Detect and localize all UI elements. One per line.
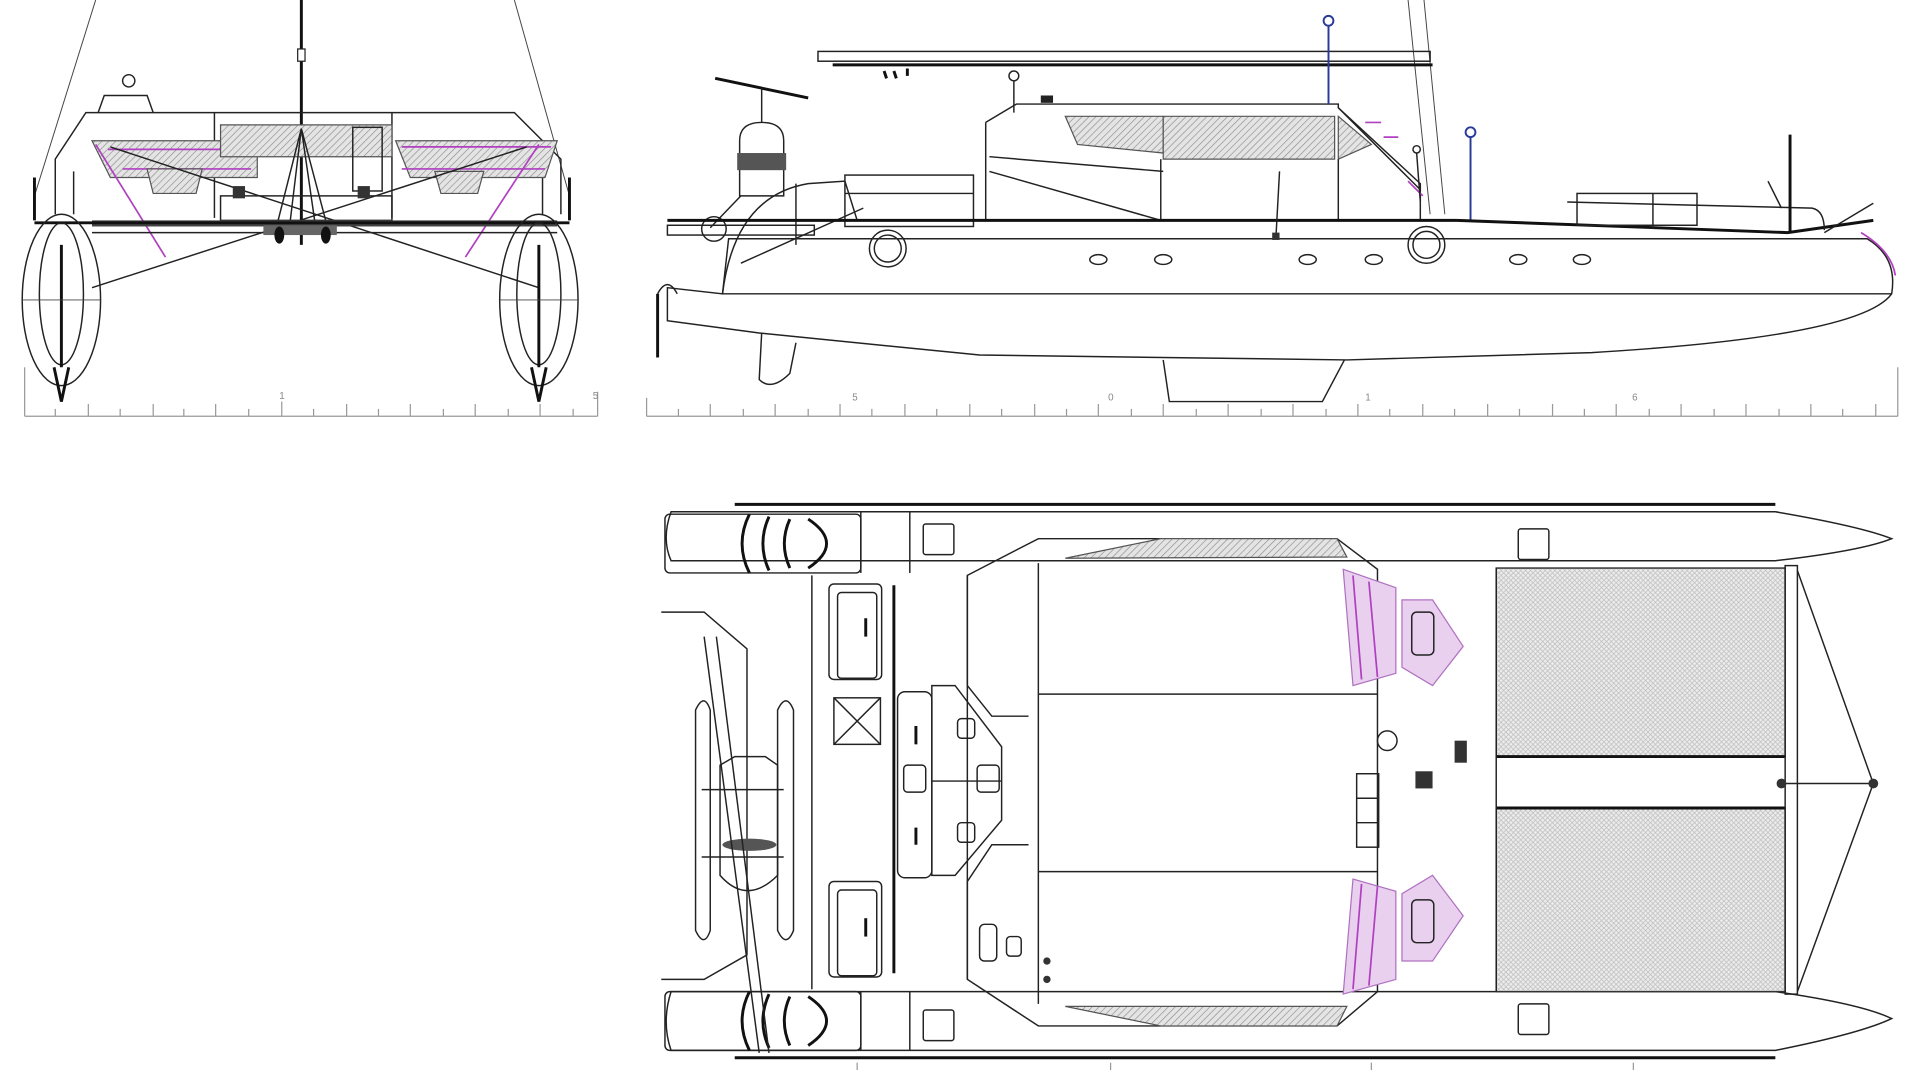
figure-stairs	[1412, 144, 1422, 203]
stern-steps-port	[664, 513, 862, 574]
front-cabin	[54, 111, 562, 215]
hatch-port	[828, 583, 883, 681]
plan-hull-starboard	[665, 990, 1894, 1052]
forward-beam	[1784, 564, 1799, 995]
front-hull-port	[21, 213, 102, 402]
cockpit-table	[896, 684, 1003, 879]
ruler-label: 1	[1365, 392, 1370, 403]
side-view: 5 0 1 6	[645, 0, 1899, 417]
side-ruler: 5 0 1 6	[645, 367, 1899, 417]
front-view: 1 5	[21, 0, 599, 417]
plan-view	[661, 502, 1894, 1070]
ruler-label: 1	[279, 391, 284, 402]
helicopter	[700, 76, 809, 242]
ruler-label: 5	[852, 392, 858, 403]
liferaft-box	[833, 697, 882, 746]
figure-bow-walk	[1464, 126, 1477, 221]
front-ruler: 1 5	[24, 367, 599, 417]
portholes	[1089, 253, 1592, 266]
plan-ruler	[856, 1062, 1634, 1070]
ruler-label: 0	[1108, 392, 1114, 403]
front-hull-starboard	[498, 213, 579, 402]
bimini-top	[817, 50, 1431, 62]
helicopter-plan	[694, 636, 795, 1053]
figure-helm	[1008, 70, 1054, 113]
side-hull	[666, 237, 1894, 361]
trampoline-port	[1495, 567, 1786, 758]
saloon-outline	[966, 537, 1379, 1027]
ruler-label: 5	[593, 391, 599, 402]
figure-flybridge	[1322, 14, 1335, 105]
plan-hull-port	[665, 511, 1894, 562]
trampoline-starboard	[1495, 807, 1786, 993]
hatch-starboard	[828, 880, 883, 978]
ruler-label: 6	[1632, 392, 1638, 403]
